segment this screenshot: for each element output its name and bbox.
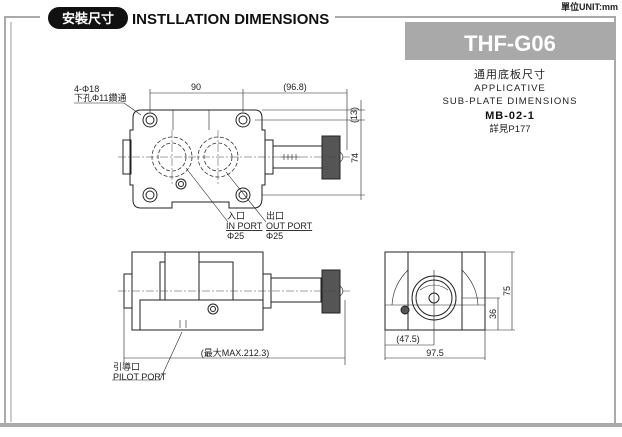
out-port-en: OUT PORT [266,221,313,231]
out-port-dia: Φ25 [266,231,283,241]
subplate-info: 通用底板尺寸 APPLICATIVE SUB-PLATE DIMENSIONS … [443,67,578,135]
subplate-title-en-2: SUB-PLATE DIMENSIONS [443,96,578,107]
header-badge [48,7,128,29]
dim-max-212-3: (最大MAX.212.3) [201,347,270,358]
dim-74: 74 [350,153,360,163]
subplate-title-cn: 通用底板尺寸 [474,67,546,81]
subplate-see-page: 詳見P177 [489,123,530,135]
in-port-cn: 入口 [227,211,245,221]
hole-note-1: 4-Φ18 [74,84,99,94]
pilot-port-cn: 引導口 [113,361,140,372]
dim-96-8: (96.8) [283,82,307,92]
end-view: (47.5) 97.5 36 75 [384,251,515,360]
dim-36: 36 [488,309,498,319]
subplate-model: MB-02-1 [485,110,535,122]
dim-75: 75 [502,286,512,296]
unit-label: 單位UNIT:mm [561,1,618,12]
model-name: THF-G06 [464,31,556,56]
header-badge-text: 安裝尺寸 [62,11,114,26]
top-view: 90 (96.8) (13) 74 4-Φ18 下孔Φ11鑽通 入口 IN PO… [74,82,365,241]
hole-note-2: 下孔Φ11鑽通 [74,92,127,103]
model-box [405,22,615,60]
page-frame [0,16,622,427]
out-port-cn: 出口 [266,210,284,221]
in-port-dia: Φ25 [227,231,244,241]
header-title: INSTLLATION DIMENSIONS [132,11,329,28]
dim-47-5: (47.5) [396,334,420,344]
dim-13: (13) [349,107,359,123]
dim-90: 90 [191,82,201,92]
in-port-en: IN PORT [226,221,263,231]
dim-97-5: 97.5 [426,348,444,358]
subplate-title-en-1: APPLICATIVE [474,83,546,94]
pilot-port-en: PILOT PORT [113,372,167,382]
side-view: (最大MAX.212.3) 引導口 PILOT PORT [112,251,350,382]
